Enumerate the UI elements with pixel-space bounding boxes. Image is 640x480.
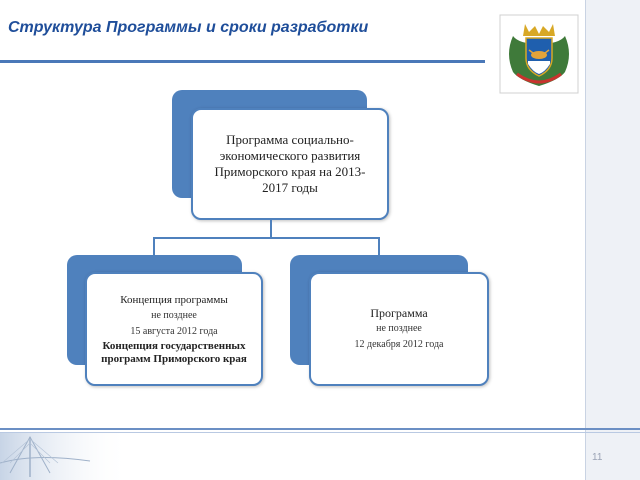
bridge-image [0, 433, 130, 480]
coat-of-arms-icon [499, 14, 579, 94]
left-node-line2: 15 августа 2012 года [130, 326, 218, 337]
left-node-footer: Концепция государственных программ Примо… [101, 340, 247, 365]
connector-vertical-right [378, 237, 380, 255]
connector-horizontal [153, 237, 380, 239]
right-node-line1: не позднее [376, 322, 422, 334]
title-underline [0, 60, 485, 63]
right-node-heading: Программа [370, 305, 428, 320]
right-node-line2: 12 декабря 2012 года [354, 338, 444, 350]
page-number: 11 [592, 452, 603, 463]
footer-rule-thin [0, 432, 640, 433]
right-side-panel [585, 0, 640, 480]
footer-rule [0, 428, 640, 430]
connector-vertical-top [270, 220, 272, 238]
left-node: Концепция программы не позднее 15 август… [85, 272, 263, 386]
top-node: Программа социально-экономического разви… [191, 108, 389, 220]
connector-vertical-left [153, 237, 155, 255]
left-node-heading: Концепция программы [120, 294, 228, 306]
right-node: Программа не позднее 12 декабря 2012 год… [309, 272, 489, 386]
page-title: Структура Программы и сроки разработки [8, 19, 369, 36]
top-node-label: Программа социально-экономического разви… [214, 132, 366, 195]
left-node-line1: не позднее [151, 310, 197, 321]
